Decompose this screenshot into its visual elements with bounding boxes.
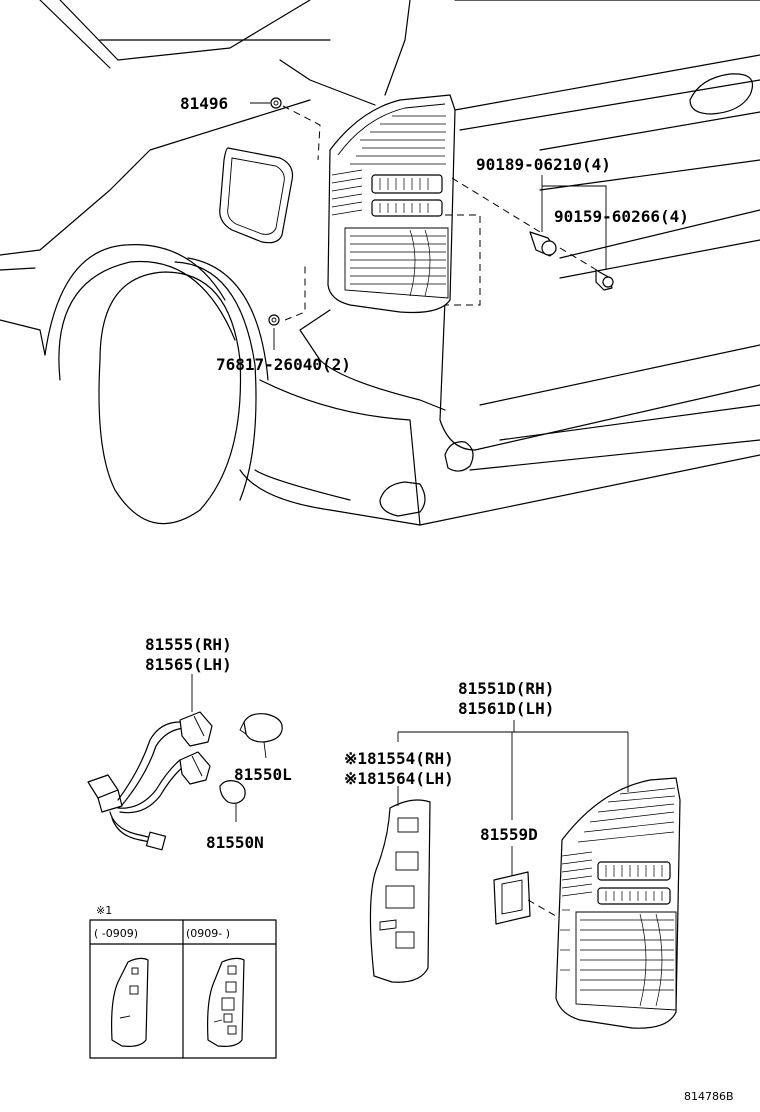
drawing-code: 814786B — [684, 1090, 734, 1103]
tail-lamp-mounted — [327, 94, 456, 314]
nut-76817-icon — [268, 314, 280, 326]
label-76817-26040: 76817-26040(2) — [216, 355, 351, 374]
screw-90189-icon — [529, 231, 557, 257]
inset-col1-header: ( -0909) — [94, 927, 138, 940]
label-81550l: 81550L — [234, 765, 292, 784]
label-81554-rh: ※181554(RH) — [344, 749, 454, 768]
clip-81496-icon — [270, 97, 282, 109]
lens-plate-81554 — [369, 799, 431, 983]
label-81559d: 81559D — [480, 825, 538, 844]
leader-lines-upper — [250, 102, 607, 350]
label-81561d-lh: 81561D(LH) — [458, 699, 554, 718]
inset-mark: ※1 — [96, 904, 112, 917]
vehicle-rear-body — [0, 0, 760, 526]
inset-box: ※1 ( -0909) (0909- ) — [89, 904, 277, 1059]
mounting-dash-lines — [282, 105, 601, 321]
bulb-81550n-icon — [219, 780, 246, 822]
label-81550n: 81550N — [206, 833, 264, 852]
screw-90159-icon — [595, 269, 614, 291]
leader-lines-lower-right — [397, 720, 629, 876]
tail-lamp-assembly-81551d — [555, 777, 681, 1029]
label-81555-rh: 81555(RH) — [145, 635, 232, 654]
socket-wire-assembly — [87, 711, 213, 851]
label-81564-lh: ※181564(LH) — [344, 769, 454, 788]
bulb-81550l-icon — [239, 713, 283, 759]
label-81496: 81496 — [180, 94, 228, 113]
gasket-81559d — [493, 871, 557, 925]
label-90189-06210: 90189-06210(4) — [476, 155, 611, 174]
label-81551d-rh: 81551D(RH) — [458, 679, 554, 698]
inset-col2-header: (0909- ) — [186, 927, 230, 940]
label-90159-60266: 90159-60266(4) — [554, 207, 689, 226]
label-81565-lh: 81565(LH) — [145, 655, 232, 674]
